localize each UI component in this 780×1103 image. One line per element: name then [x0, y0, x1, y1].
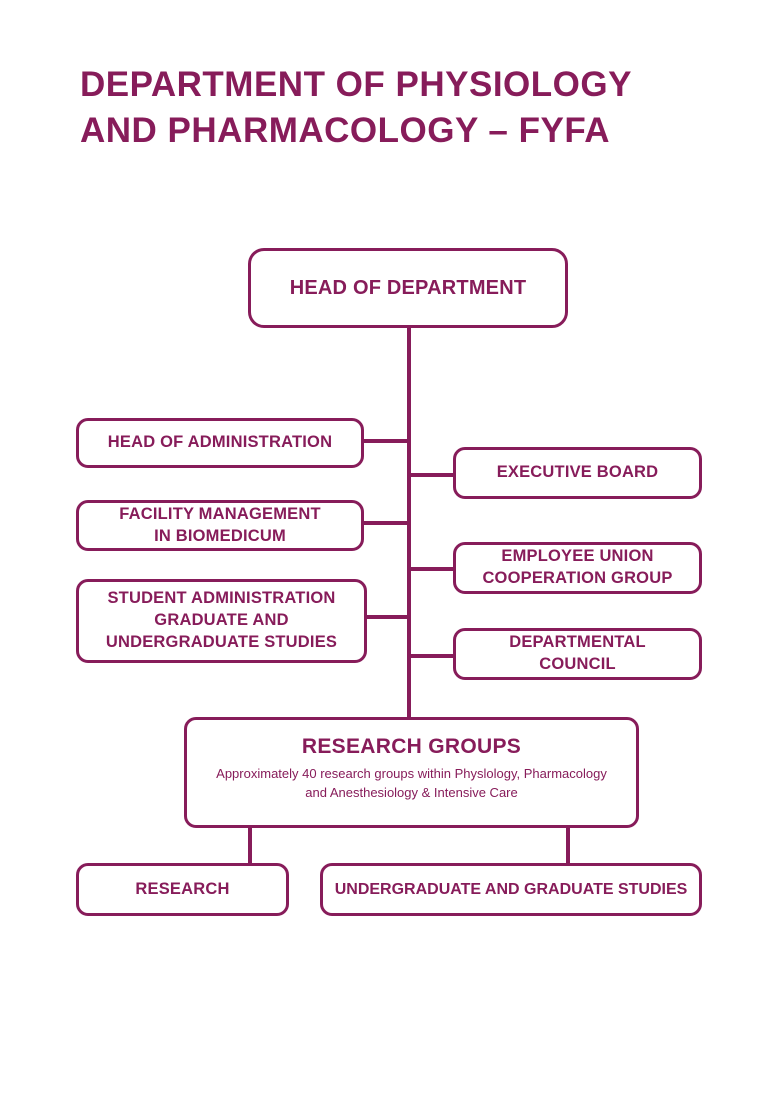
node-label: UNDERGRADUATE AND GRADUATE STUDIES — [334, 880, 688, 898]
node-label-line-2: COOPERATION GROUP — [482, 569, 673, 587]
node-departmental-council: DEPARTMENTAL COUNCIL — [453, 628, 702, 680]
node-employee-union-cooperation-group: EMPLOYEE UNION COOPERATION GROUP — [453, 542, 702, 594]
node-facility-management: FACILITY MANAGEMENT IN BIOMEDICUM — [76, 500, 364, 551]
connector-employee-union — [410, 567, 454, 571]
node-label: EXECUTIVE BOARD — [496, 463, 659, 482]
node-research-groups: RESEARCH GROUPS Approximately 40 researc… — [184, 717, 639, 828]
page-title: DEPARTMENT OF PHYSIOLOGY AND PHARMACOLOG… — [80, 62, 632, 154]
research-groups-description-line-1: Approximately 40 research groups within … — [216, 765, 607, 781]
research-groups-title: RESEARCH GROUPS — [301, 735, 522, 758]
node-executive-board: EXECUTIVE BOARD — [453, 447, 702, 499]
connector-executive-board — [410, 473, 454, 477]
node-undergraduate-and-graduate-studies: UNDERGRADUATE AND GRADUATE STUDIES — [320, 863, 702, 916]
node-label: HEAD OF DEPARTMENT — [289, 276, 527, 299]
node-research: RESEARCH — [76, 863, 289, 916]
node-label-line-2: IN BIOMEDICUM — [154, 526, 286, 545]
node-label-line-1: FACILITY MANAGEMENT — [119, 504, 321, 523]
connector-trunk — [407, 328, 411, 718]
node-label: RESEARCH — [135, 879, 230, 898]
node-label-line-1: DEPARTMENTAL — [509, 633, 646, 652]
node-label: HEAD OF ADMINISTRATION — [107, 433, 333, 452]
connector-undergraduate-studies — [566, 828, 570, 863]
node-label-line-3: UNDERGRADUATE STUDIES — [105, 632, 338, 651]
node-head-of-department: HEAD OF DEPARTMENT — [248, 248, 568, 328]
connector-departmental-council — [410, 654, 454, 658]
connector-student-administration — [367, 615, 408, 619]
node-head-of-administration: HEAD OF ADMINISTRATION — [76, 418, 364, 468]
page-title-line-1: DEPARTMENT OF PHYSIOLOGY — [80, 65, 632, 104]
node-label-line-1: STUDENT ADMINISTRATION — [107, 589, 336, 608]
connector-head-of-administration — [364, 439, 408, 443]
node-label-line-2: COUNCIL — [539, 655, 616, 673]
node-label-line-2: GRADUATE AND — [154, 611, 289, 630]
research-groups-description-line-2: and Anesthesiology & Intensive Care — [305, 785, 518, 801]
node-student-administration: STUDENT ADMINISTRATION GRADUATE AND UNDE… — [76, 579, 367, 663]
page-title-line-2: AND PHARMACOLOGY – FYFA — [80, 111, 611, 150]
connector-facility-management — [364, 521, 408, 525]
connector-research — [248, 828, 252, 863]
node-label-line-1: EMPLOYEE UNION — [501, 547, 654, 566]
